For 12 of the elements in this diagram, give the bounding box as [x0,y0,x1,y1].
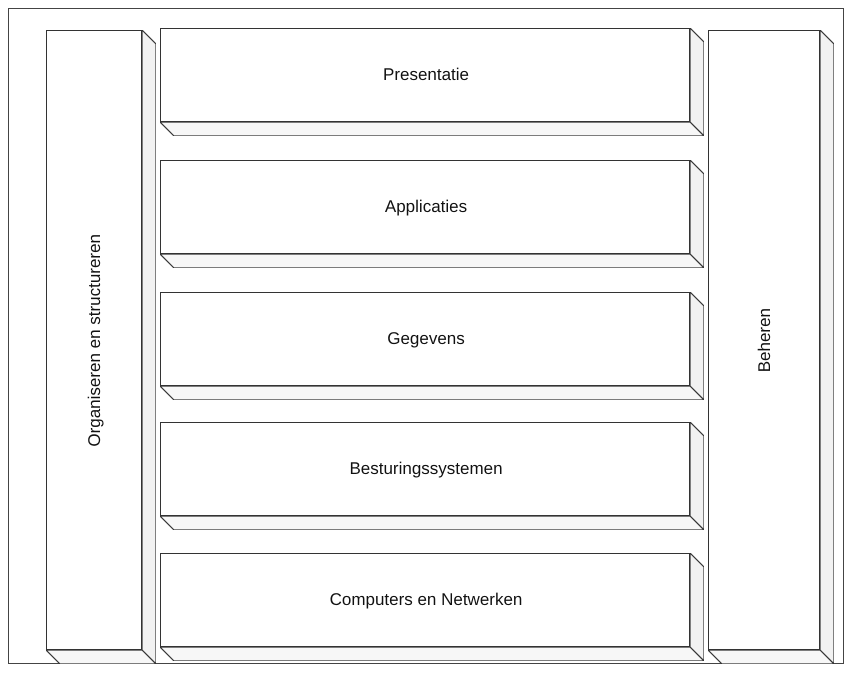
layer-label: Besturingssystemen [349,459,503,479]
layer-block [160,160,690,254]
layer-label: Presentatie [383,65,469,85]
layer-block [160,422,690,516]
layer-label: Organiseren en structureren [85,234,105,446]
layer-block [160,28,690,122]
layer-label: Gegevens [387,329,465,349]
layer-label: Beheren [755,308,775,372]
layer-block [160,553,690,647]
layer-label: Computers en Netwerken [330,590,522,610]
layer-label: Applicaties [384,197,468,217]
layer-block [160,292,690,386]
